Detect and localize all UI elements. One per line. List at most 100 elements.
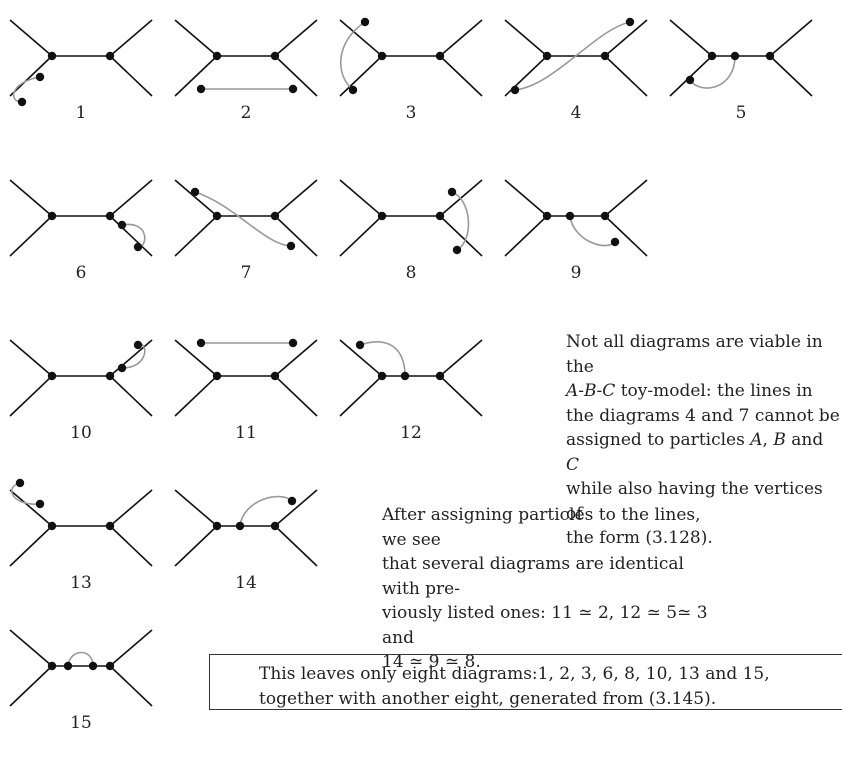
diagram-label: 6 <box>76 263 87 283</box>
vertex-dot <box>63 661 73 671</box>
vertex-dot <box>288 338 298 348</box>
diagram-line <box>9 55 53 97</box>
diagram-11: 11 <box>174 338 318 443</box>
summary-box-line-1: This leaves only eight diagrams:1, 2, 3,… <box>259 664 770 684</box>
extra-propagator <box>11 482 41 505</box>
diagram-label: 1 <box>76 103 87 123</box>
vertex-dot <box>212 521 222 531</box>
diagram-line <box>274 489 318 527</box>
diagram-line <box>9 629 53 667</box>
diagram-line <box>339 339 383 377</box>
vertex-dot <box>600 51 610 61</box>
diagram-label: 10 <box>70 423 92 443</box>
vertex-dot <box>133 340 143 350</box>
vertex-dot <box>348 85 358 95</box>
diagram-line <box>174 525 218 567</box>
vertex-dot <box>435 211 445 221</box>
diagram-label: 14 <box>235 573 257 593</box>
identities-note-line-4: 14 ≃ 9 ≃ 8. <box>382 652 481 672</box>
vertex-dot <box>377 211 387 221</box>
diagram-line <box>109 339 153 377</box>
identities-note-line-2: that several diagrams are identical with… <box>382 554 684 599</box>
vertex-dot <box>235 521 245 531</box>
diagram-7: 7 <box>174 179 318 283</box>
diagram-14: 14 <box>174 489 318 593</box>
diagram-line <box>669 19 713 57</box>
identities-note-line-3: viously listed ones: 11 ≃ 2, 12 ≃ 5≃ 3 a… <box>382 603 708 648</box>
viability-note-line-3: the diagrams 4 and 7 cannot be <box>566 405 840 426</box>
diagram-label: 15 <box>70 713 92 733</box>
diagram-label: 5 <box>736 103 747 123</box>
extra-propagator <box>569 215 616 247</box>
diagram-line <box>109 19 153 57</box>
vertex-dot <box>105 51 115 61</box>
viability-note-line-2: A-B-C toy-model: the lines in <box>566 381 813 401</box>
vertex-dot <box>377 371 387 381</box>
diagram-line <box>769 19 813 57</box>
vertex-dot <box>196 84 206 94</box>
vertex-dot <box>542 211 552 221</box>
vertex-dot <box>35 72 45 82</box>
diagram-line <box>9 19 53 57</box>
vertex-dot <box>47 371 57 381</box>
diagram-line <box>604 19 648 57</box>
identities-note-line-1: After assigning particles to the lines, … <box>382 505 701 550</box>
vertex-dot <box>510 85 520 95</box>
diagram-label: 2 <box>241 103 252 123</box>
diagram-12: 12 <box>339 339 483 443</box>
vertex-dot <box>565 211 575 221</box>
diagram-line <box>339 179 383 217</box>
diagram-label: 13 <box>70 573 92 593</box>
vertex-dot <box>35 499 45 509</box>
diagram-line <box>174 179 218 217</box>
vertex-dot <box>117 220 127 230</box>
diagram-line <box>439 55 483 97</box>
vertex-dot <box>288 84 298 94</box>
vertex-dot <box>435 371 445 381</box>
viability-note-line-1: Not all diagrams are viable in the <box>566 332 823 377</box>
diagram-line <box>439 375 483 417</box>
diagram-line <box>274 339 318 377</box>
diagram-label: 8 <box>406 263 417 283</box>
diagram-line <box>604 179 648 217</box>
diagram-label: 12 <box>400 423 422 443</box>
extra-propagator <box>239 495 293 527</box>
extra-propagator <box>689 55 736 89</box>
viability-note-line-6: the form (3.128). <box>566 528 713 548</box>
vertex-dot <box>196 338 206 348</box>
diagram-line <box>9 215 53 257</box>
diagram-line <box>274 55 318 97</box>
vertex-dot <box>15 478 25 488</box>
diagram-line <box>174 19 218 57</box>
diagram-line <box>109 489 153 527</box>
diagram-line <box>109 375 153 417</box>
diagram-line <box>339 55 383 97</box>
vertex-dot <box>286 241 296 251</box>
vertex-dot <box>190 187 200 197</box>
diagram-line <box>174 339 218 377</box>
viability-note: Not all diagrams are viable in the A-B-C… <box>566 330 840 551</box>
vertex-dot <box>88 661 98 671</box>
diagram-line <box>274 215 318 257</box>
diagram-line <box>109 179 153 217</box>
diagram-label: 7 <box>241 263 252 283</box>
diagram-line <box>109 215 153 257</box>
vertex-dot <box>707 51 717 61</box>
vertex-dot <box>47 661 57 671</box>
diagram-line <box>174 55 218 97</box>
diagram-line <box>504 179 548 217</box>
vertex-dot <box>105 521 115 531</box>
diagram-line <box>109 665 153 707</box>
diagram-line <box>9 375 53 417</box>
diagram-8: 8 <box>339 179 483 283</box>
vertex-dot <box>765 51 775 61</box>
vertex-dot <box>610 237 620 247</box>
diagram-line <box>439 215 483 257</box>
diagram-10: 10 <box>9 339 153 443</box>
diagram-4: 4 <box>504 17 648 123</box>
diagram-line <box>339 215 383 257</box>
vertex-dot <box>133 242 143 252</box>
diagram-5: 5 <box>669 19 813 123</box>
